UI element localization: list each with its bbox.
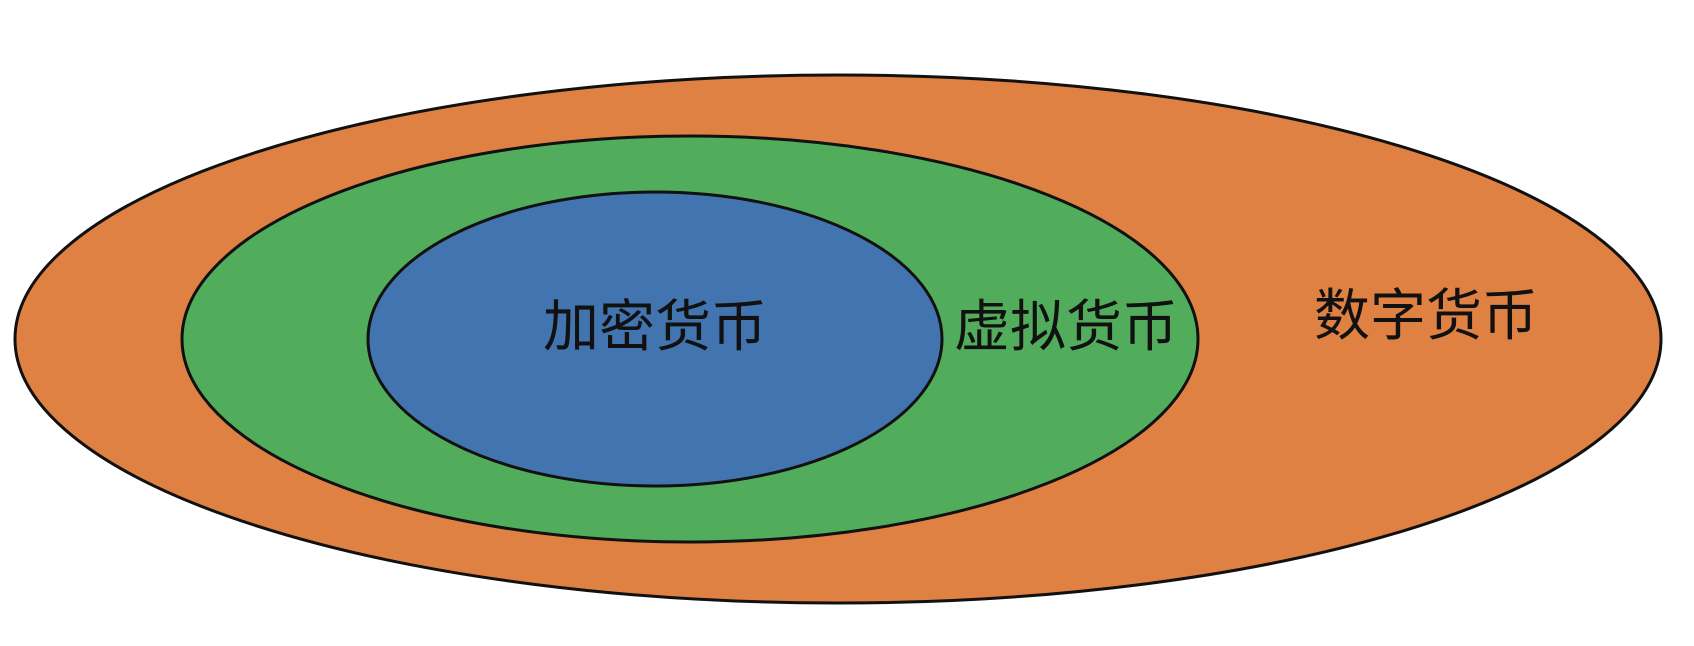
inner-ellipse [366,190,944,488]
outer-label: 数字货币 [1314,284,1538,349]
middle-label: 虚拟货币 [954,295,1178,360]
inner-label: 加密货币 [543,295,767,360]
